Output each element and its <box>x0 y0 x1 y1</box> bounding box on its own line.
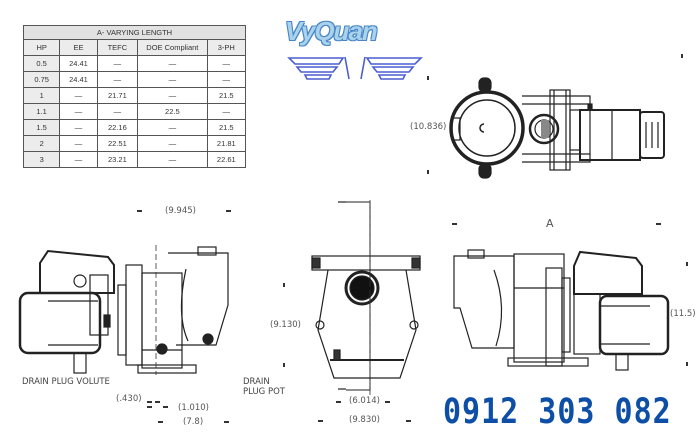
cell: — <box>96 55 139 72</box>
dim-tick <box>163 406 168 408</box>
drain-plug-pot-label: DRAIN PLUG POT <box>243 377 285 397</box>
dim-tick <box>656 223 661 225</box>
dim-tick <box>681 54 683 58</box>
cell: 22.51 <box>96 135 139 152</box>
pump-side-view-right-drawing <box>453 249 670 371</box>
logo-text: VyQuan <box>285 16 378 46</box>
height-dim: (10.836) <box>410 122 447 132</box>
cell: 2 <box>22 135 61 152</box>
length-dim-a: A <box>546 217 554 230</box>
label-line2: PLUG POT <box>243 387 285 397</box>
cell: 22.16 <box>96 119 139 136</box>
col-tefc: TEFC <box>96 39 139 56</box>
dim-tick <box>452 223 457 225</box>
dim-tick <box>283 363 285 367</box>
cell: 1 <box>22 87 61 104</box>
cell: — <box>206 55 247 72</box>
dim-tick <box>224 421 229 423</box>
dim-tick <box>406 420 411 422</box>
cell: 24.41 <box>59 55 98 72</box>
cell: 21.5 <box>206 87 247 104</box>
cell: — <box>206 103 247 120</box>
dim-tick <box>283 283 285 287</box>
cell: 1.5 <box>22 119 61 136</box>
cell: — <box>137 119 208 136</box>
dim-tick <box>137 210 142 212</box>
dim-tick <box>336 401 341 403</box>
cell: 22.61 <box>206 151 247 168</box>
cell: — <box>96 71 139 88</box>
dim-tick <box>427 76 429 80</box>
cell: — <box>137 55 208 72</box>
table-row: 2—22.51—21.81 <box>22 135 247 152</box>
col-doe: DOE Compliant <box>137 39 208 56</box>
dim-tick <box>318 420 323 422</box>
phone-number: 0912 303 082 <box>443 392 672 433</box>
cell: 0.75 <box>22 71 61 88</box>
cell: — <box>59 87 98 104</box>
cell: 1.1 <box>22 103 61 120</box>
dim-tick <box>686 262 688 266</box>
drain-plug-volute-label: DRAIN PLUG VOLUTE <box>22 377 110 387</box>
pump-front-view-drawing <box>311 200 421 395</box>
cell: 21.71 <box>96 87 139 104</box>
pump-top-view-drawing <box>449 77 665 179</box>
wings-logo-icon <box>287 56 423 80</box>
cell: — <box>137 151 208 168</box>
col-3ph: 3-PH <box>206 39 247 56</box>
table-row: 3—23.21—22.61 <box>22 151 247 168</box>
dim-tick <box>155 401 160 403</box>
cell: — <box>206 71 247 88</box>
dim-tick <box>147 406 152 408</box>
table-row: 1—21.71—21.5 <box>22 87 247 104</box>
cell: 22.5 <box>137 103 208 120</box>
dim-430: (.430) <box>116 394 142 404</box>
dim-tick <box>147 401 152 403</box>
height-dim: (11.5) <box>670 309 696 319</box>
cell: — <box>59 135 98 152</box>
cell: 24.41 <box>59 71 98 88</box>
cell: — <box>59 119 98 136</box>
length-dim: (9.945) <box>165 206 196 216</box>
cell: — <box>96 103 139 120</box>
cell: 3 <box>22 151 61 168</box>
label-line1: DRAIN <box>243 377 270 387</box>
spec-table: A- VARYING LENGTH HP EE TEFC DOE Complia… <box>22 25 247 168</box>
cell: — <box>137 135 208 152</box>
cell: — <box>59 103 98 120</box>
cell: 21.5 <box>206 119 247 136</box>
dim-tick <box>158 421 163 423</box>
dim-tick <box>385 401 390 403</box>
table-row: 1.1——22.5— <box>22 103 247 120</box>
cell: — <box>137 87 208 104</box>
cell: 23.21 <box>96 151 139 168</box>
table-header-row: HP EE TEFC DOE Compliant 3-PH <box>22 39 247 56</box>
width-dim-outer: (9.830) <box>349 415 380 425</box>
dim-78: (7.8) <box>183 417 204 427</box>
dim-tick <box>427 170 429 174</box>
col-ee: EE <box>59 39 98 56</box>
cell: — <box>137 71 208 88</box>
width-dim-inner: (6.014) <box>349 396 380 406</box>
col-hp: HP <box>22 39 61 56</box>
table-row: 1.5—22.16—21.5 <box>22 119 247 136</box>
cell: 0.5 <box>22 55 61 72</box>
pump-side-view-left-drawing <box>18 245 229 375</box>
dim-tick <box>226 210 231 212</box>
cell: 21.81 <box>206 135 247 152</box>
table-title: A- VARYING LENGTH <box>23 25 246 40</box>
cell: — <box>59 151 98 168</box>
dim-1010: (1.010) <box>178 403 209 413</box>
dim-tick <box>686 362 688 366</box>
height-dim: (9.130) <box>270 320 301 330</box>
